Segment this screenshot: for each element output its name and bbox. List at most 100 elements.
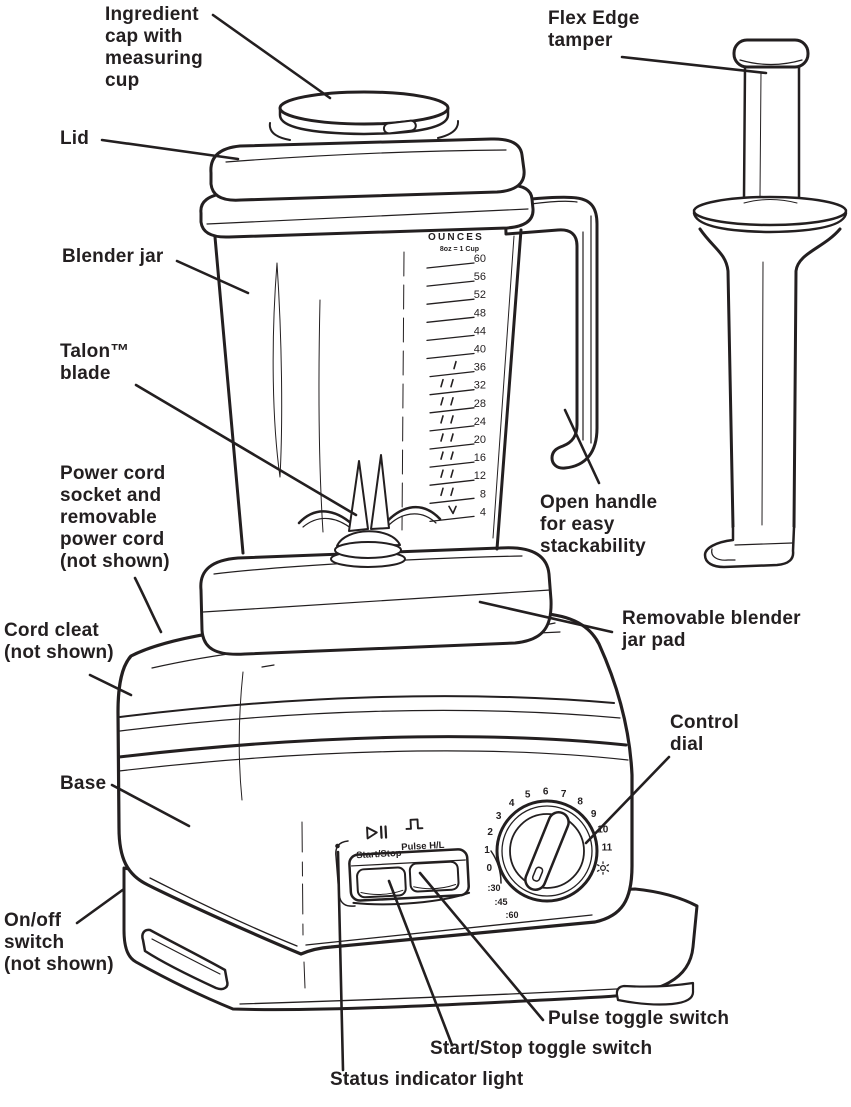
leader-blender-jar xyxy=(175,259,250,295)
pulse-icon xyxy=(405,818,424,830)
scale-cup-mark xyxy=(440,396,444,406)
dial-time-setting: :45 xyxy=(494,897,507,907)
scale-value: 4 xyxy=(480,506,486,518)
dial-number: 3 xyxy=(496,811,502,822)
label-talon-blade: Talon™ blade xyxy=(60,341,130,384)
scale-subtitle: 8oz = 1 Cup xyxy=(440,246,479,253)
scale-tick xyxy=(429,443,475,450)
leader-flex-edge-tamper xyxy=(620,55,768,75)
dial-number: 1 xyxy=(484,845,490,856)
leader-on-off-switch xyxy=(75,887,126,925)
dial-number: 11 xyxy=(602,842,613,853)
toggle-switch-panel: Start/Stop Pulse H/L xyxy=(335,818,471,907)
dial-number: 4 xyxy=(509,798,515,809)
scale-value: 20 xyxy=(474,434,486,446)
dial-time-setting: :60 xyxy=(505,910,518,920)
scale-tick xyxy=(429,389,475,396)
pedestal-right-handle-recess xyxy=(615,981,695,1006)
scale-value: 8 xyxy=(480,488,486,500)
tamper-handle xyxy=(732,38,810,69)
scale-tick xyxy=(429,461,475,468)
dial-number: 0 xyxy=(487,863,493,874)
play-pause-icon xyxy=(366,825,388,840)
label-jar-pad: Removable blender jar pad xyxy=(622,608,801,651)
leader-lid xyxy=(100,138,240,161)
scale-tick xyxy=(429,407,475,414)
scale-value: 16 xyxy=(474,452,486,464)
lid-illustration xyxy=(199,137,535,239)
label-control-dial: Control dial xyxy=(670,712,739,755)
scale-value: 28 xyxy=(474,398,486,410)
label-pulse-toggle: Pulse toggle switch xyxy=(548,1008,730,1029)
scale-tick xyxy=(426,334,475,342)
label-status-light: Status indicator light xyxy=(330,1069,524,1090)
scale-value: 56 xyxy=(474,271,486,283)
scale-tick xyxy=(426,298,475,305)
leader-cord-cleat xyxy=(88,673,133,697)
scale-tick xyxy=(426,262,475,269)
dial-time-setting: :30 xyxy=(487,883,500,893)
blender-jar-pad xyxy=(199,546,553,656)
scale-value: 36 xyxy=(474,362,486,374)
scale-cup-mark xyxy=(440,378,444,388)
scale-cup-mark xyxy=(450,451,454,460)
leader-talon-blade xyxy=(134,383,358,517)
label-lid: Lid xyxy=(60,128,90,149)
dial-number: 5 xyxy=(525,790,531,801)
dial-number: 7 xyxy=(561,789,567,800)
jar-right-wall xyxy=(495,228,523,551)
base-illustration xyxy=(116,610,634,956)
dial-number: 8 xyxy=(577,797,583,808)
label-cord-cleat: Cord cleat (not shown) xyxy=(4,620,114,663)
scale-cup-mark xyxy=(440,451,444,460)
scale-value: 48 xyxy=(474,307,486,319)
leader-start-stop-toggle xyxy=(387,879,454,1047)
leader-status-light xyxy=(336,850,345,1072)
leader-lines xyxy=(75,13,768,1072)
scale-value: 24 xyxy=(474,416,486,428)
scale-cup-mark xyxy=(440,433,444,442)
scale-tick xyxy=(426,352,475,360)
leader-power-cord xyxy=(133,576,163,634)
label-base: Base xyxy=(60,773,107,794)
leader-pulse-toggle xyxy=(418,871,545,1022)
scale-tick xyxy=(429,370,475,378)
scale-cup-mark xyxy=(450,487,454,497)
jar-left-wall xyxy=(213,235,245,555)
scale-cup-mark xyxy=(450,433,454,442)
scale-cup-mark xyxy=(450,396,454,406)
scale-value: 40 xyxy=(474,344,486,356)
label-start-stop-toggle: Start/Stop toggle switch xyxy=(430,1038,653,1059)
scale-value: 44 xyxy=(474,325,486,337)
scale-tick xyxy=(429,425,475,432)
dial-number: 6 xyxy=(543,787,549,798)
scale-value: 12 xyxy=(474,470,486,482)
scale-cup-mark xyxy=(440,469,444,479)
leader-ingredient-cap xyxy=(211,13,332,100)
pulse-panel-label: Pulse H/L xyxy=(401,840,445,853)
scale-tick xyxy=(429,515,475,523)
leader-control-dial xyxy=(584,755,671,845)
label-ingredient-cap: Ingredient cap with measuring cup xyxy=(105,4,203,91)
ingredient-cap-illustration xyxy=(268,90,460,141)
leader-jar-pad xyxy=(478,600,614,634)
scale-cup-mark xyxy=(450,378,454,388)
scale-cup-mark xyxy=(440,487,444,497)
scale-value: 52 xyxy=(474,289,486,301)
scale-tick xyxy=(429,497,475,504)
blender-jar-illustration xyxy=(213,228,523,555)
scale-value: 32 xyxy=(474,380,486,392)
label-blender-jar: Blender jar xyxy=(62,246,164,267)
tamper-collar xyxy=(692,195,848,227)
scale-title: OUNCES xyxy=(428,232,484,243)
dial-number: 10 xyxy=(597,825,609,836)
flex-edge-tamper-illustration xyxy=(692,38,848,569)
jar-handle xyxy=(503,195,599,470)
jar-measurement-scale: OUNCES 8oz = 1 Cup 605652484440363228242… xyxy=(426,232,486,523)
label-power-cord: Power cord socket and removable power co… xyxy=(60,463,170,572)
scale-cup-mark xyxy=(450,469,454,479)
